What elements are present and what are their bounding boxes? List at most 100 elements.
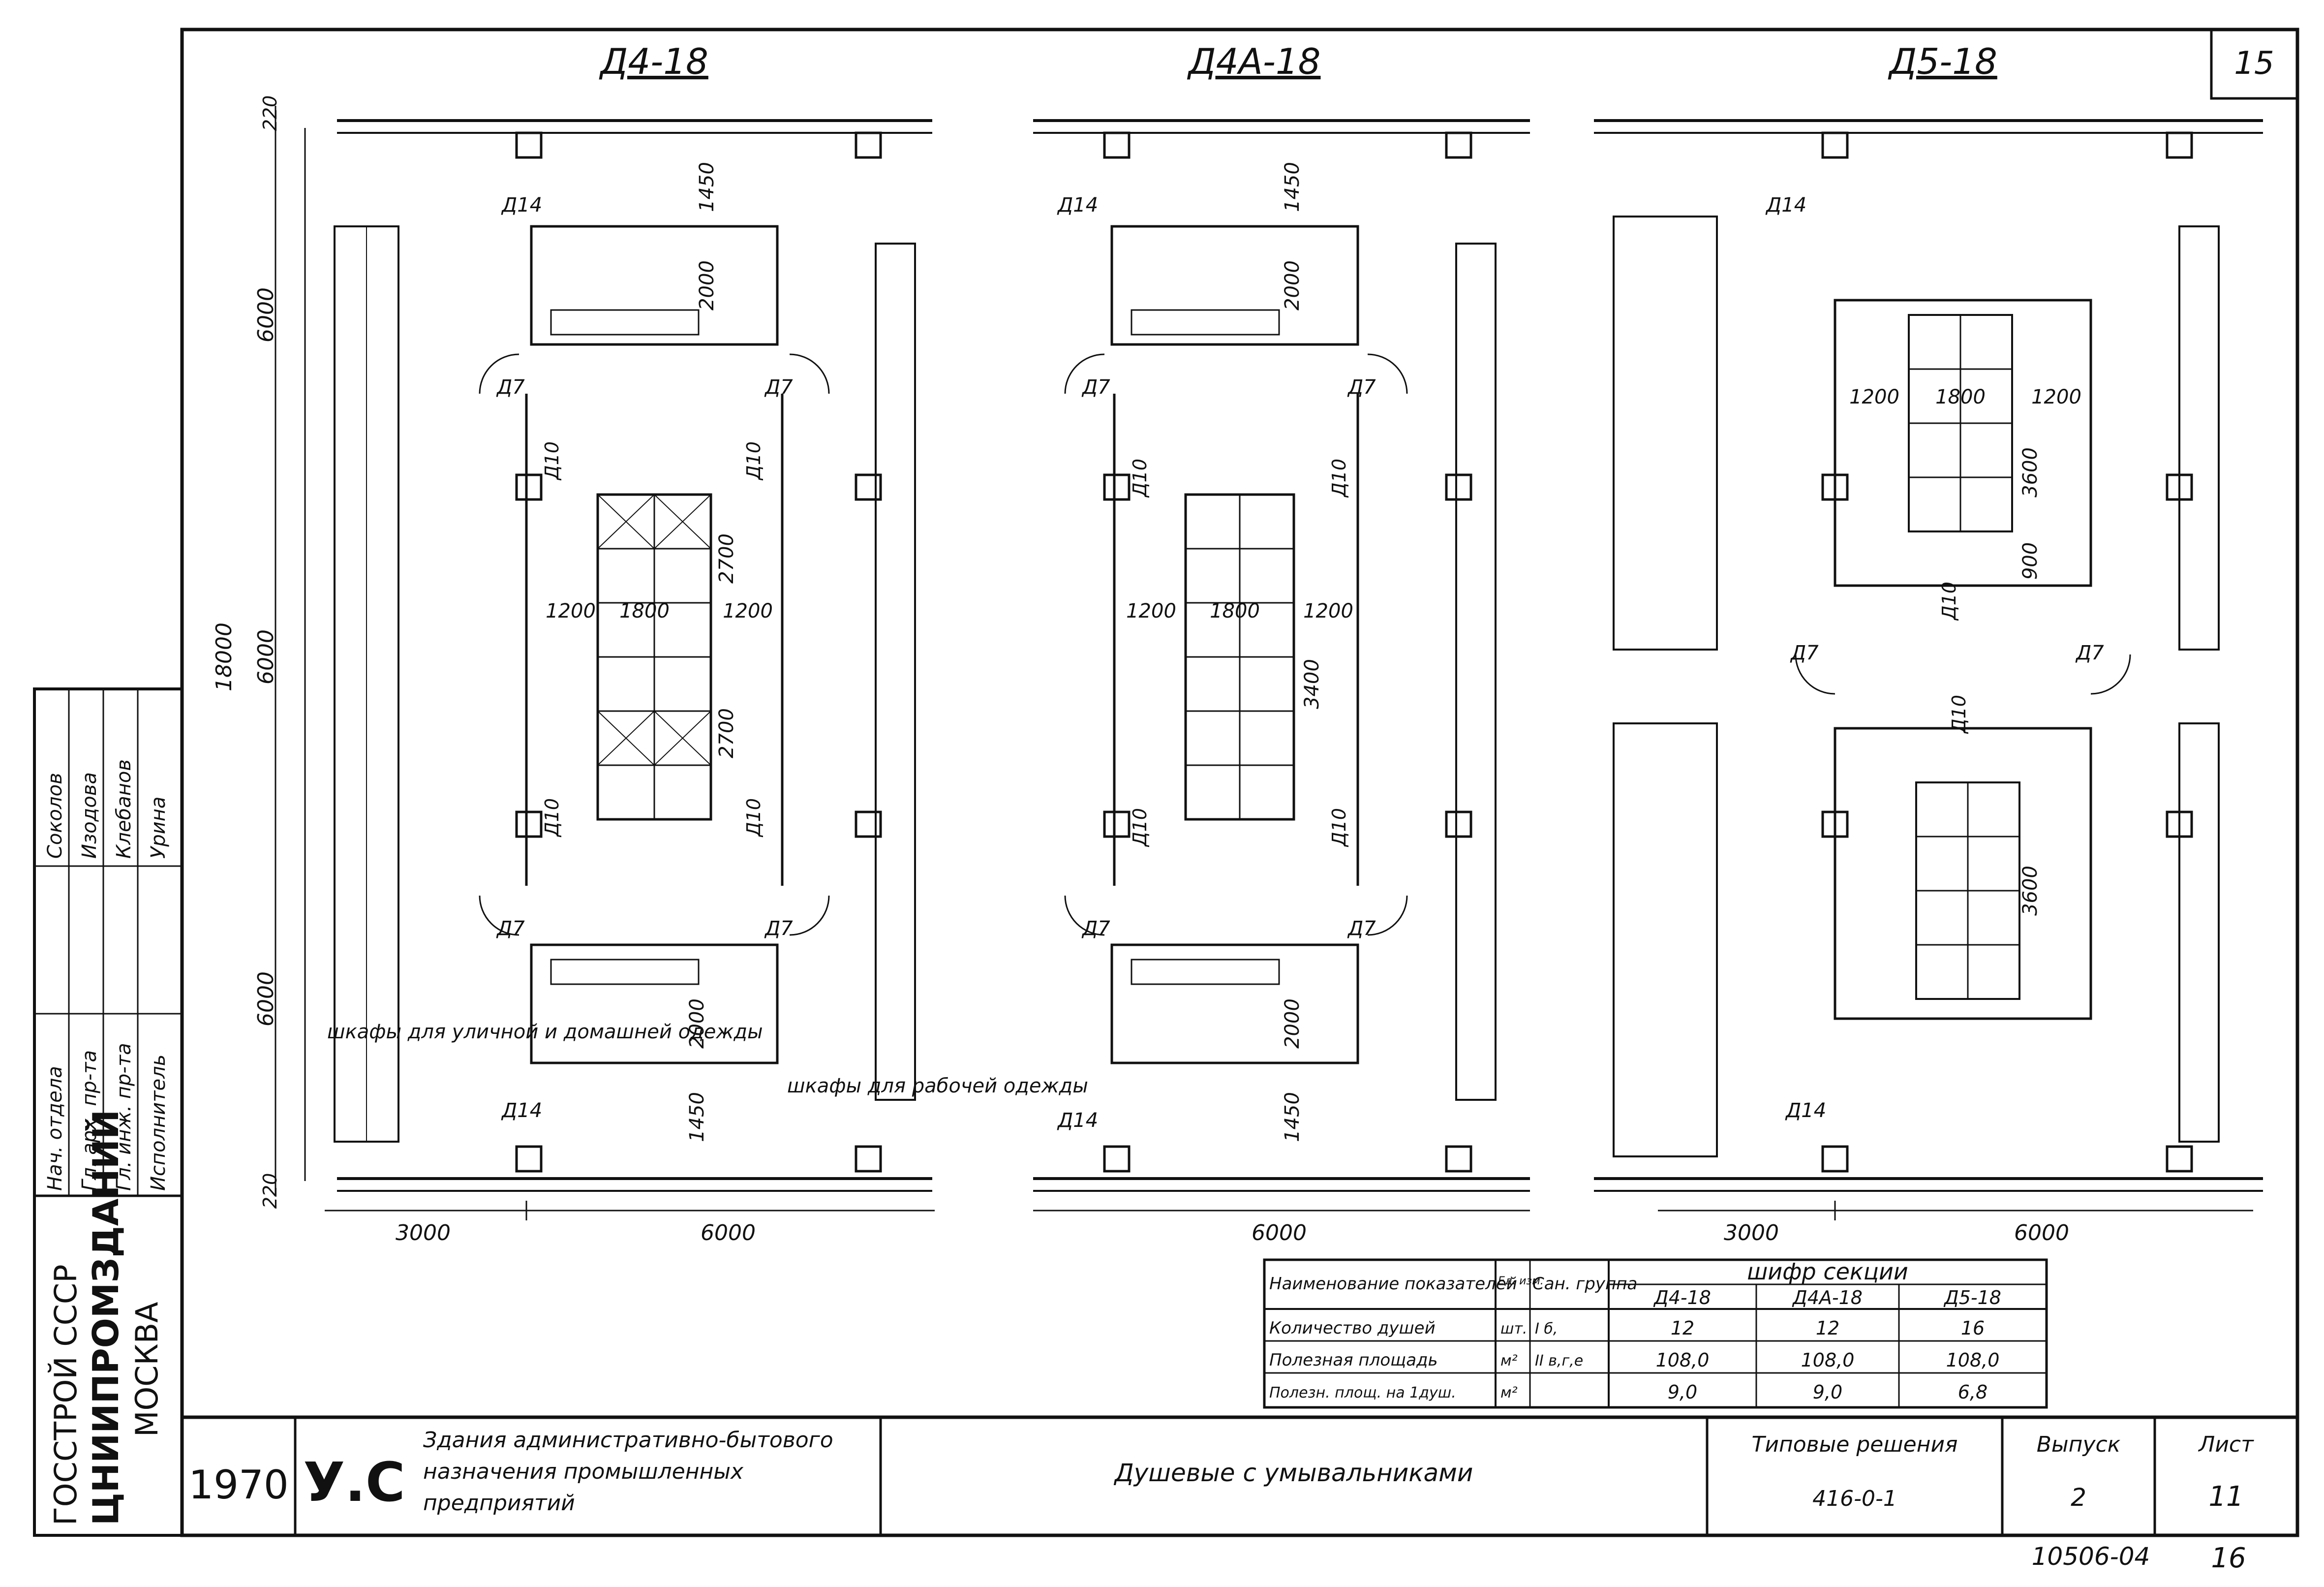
issue-value: 2	[2071, 1483, 2086, 1512]
org-line-2: ЦНИИПРОМЗДАНИЙ	[85, 1110, 126, 1525]
door-label: Д10	[1328, 459, 1350, 498]
plan-d5-18: Д5-18 1200 1800 1200 3600 900	[1594, 41, 2263, 1245]
doc-code: 10506-04	[2032, 1542, 2150, 1571]
drawing-title: Душевые с умывальниками	[1114, 1459, 1473, 1487]
door-label: Д7	[1347, 376, 1376, 399]
table-header-unit: Ед. изм.	[1498, 1275, 1544, 1287]
sheet-number-box	[2210, 28, 2299, 100]
dim-label: 6000	[701, 1220, 756, 1245]
dim-label: 220	[259, 95, 281, 131]
plan-d4-18: Д4-18	[212, 41, 1088, 1245]
table-cell: 12	[1671, 1317, 1694, 1339]
dim-label: 3600	[2019, 866, 2042, 916]
table-cell: 6,8	[1958, 1381, 1988, 1403]
dim-label: 1800	[619, 600, 670, 622]
door-label: Д7	[1347, 917, 1376, 940]
dim-label: 2000	[1281, 260, 1304, 311]
series-code: У.С	[303, 1451, 405, 1514]
door-label: Д7	[764, 917, 793, 940]
stamp-name: Урина	[147, 797, 170, 859]
dim-label: 1450	[696, 162, 718, 212]
door-label: Д10	[1129, 808, 1151, 847]
dim-label: 1450	[686, 1092, 708, 1142]
typical-code: 416-0-1	[1812, 1486, 1897, 1511]
year: 1970	[188, 1462, 289, 1508]
dim-label: 1200	[723, 600, 773, 622]
door-label: Д10	[1948, 695, 1970, 734]
table-cell: 108,0	[1656, 1349, 1710, 1371]
door-label: Д7	[2075, 642, 2104, 664]
typical-label: Типовые решения	[1751, 1432, 1957, 1457]
door-label: Д7	[496, 917, 525, 940]
table-cell: 12	[1816, 1317, 1839, 1339]
table-header-name: Наименование показателей	[1269, 1274, 1517, 1294]
table-cell: 108,0	[1946, 1349, 2000, 1371]
door-label: Д14	[1765, 194, 1806, 217]
door-label: Д14	[501, 1099, 542, 1122]
dim-label: 6000	[253, 629, 278, 685]
plan-d4a-18: Д4А-18 1450 2000 3400 2000 145	[1033, 41, 1530, 1245]
dim-label: 6000	[1252, 1220, 1307, 1245]
table-cell: 108,0	[1801, 1349, 1855, 1371]
note-label: шкафы для рабочей одежды	[787, 1075, 1088, 1097]
table-row-name: Количество душей	[1269, 1318, 1436, 1338]
stamp-name: Соколов	[44, 773, 66, 859]
dim-label: 1200	[1849, 386, 1899, 408]
door-label: Д10	[743, 441, 764, 481]
table-cell: 9,0	[1668, 1381, 1697, 1403]
dim-label: 6000	[253, 287, 278, 342]
dim-label: 1800	[1210, 600, 1260, 622]
dim-label: 3000	[1724, 1220, 1779, 1245]
issue-label: Выпуск	[2037, 1432, 2121, 1457]
sheet-number-top: 15	[2234, 45, 2274, 82]
table-row-unit: шт.	[1500, 1320, 1527, 1338]
table-row-name: Полезн. площ. на 1душ.	[1269, 1384, 1456, 1401]
dim-label: 6000	[2014, 1220, 2069, 1245]
door-label: Д14	[1057, 1109, 1098, 1132]
table-col-header: Д5-18	[1943, 1287, 2001, 1308]
door-label: Д7	[1081, 917, 1110, 940]
door-label: Д7	[764, 376, 793, 399]
table-col-header: Д4А-18	[1792, 1287, 1863, 1308]
dim-label: 2000	[1281, 998, 1304, 1049]
door-label: Д14	[1785, 1099, 1826, 1122]
stamp-role: Исполнитель	[147, 1055, 170, 1191]
door-label: Д10	[743, 798, 764, 838]
plan-title: Д4-18	[599, 41, 708, 82]
door-label: Д14	[501, 194, 542, 217]
table-row-name: Полезная площадь	[1269, 1350, 1438, 1370]
dim-label: 1200	[1303, 600, 1353, 622]
org-line-1: ГОССТРОЙ СССР	[48, 1264, 84, 1525]
note-label: шкафы для уличной и домашней одежды	[327, 1021, 763, 1043]
dim-label: 6000	[253, 971, 278, 1027]
table-row-unit: м²	[1500, 1384, 1518, 1401]
dim-label: 1200	[2031, 386, 2081, 408]
sheet-label: Лист	[2198, 1432, 2254, 1457]
title-block: 1970 У.С Здания административно-бытового…	[182, 1415, 2297, 1535]
stamp-role: Нач. отдела	[44, 1066, 66, 1191]
dim-label: 18000	[212, 622, 237, 691]
plan-title: Д4А-18	[1187, 41, 1321, 82]
approval-stamp: Нач. отдела Гл. арх. пр-та Гл. инж. пр-т…	[33, 687, 183, 1537]
dim-label: 2000	[696, 260, 718, 311]
table-cell: 9,0	[1813, 1381, 1842, 1403]
door-label: Д10	[1328, 808, 1350, 847]
dim-label: 1200	[546, 600, 596, 622]
dim-label: 2700	[715, 533, 738, 584]
plan-title: Д5-18	[1888, 41, 1997, 82]
dim-label: 1800	[1935, 386, 1986, 408]
dim-label: 1450	[1281, 162, 1304, 212]
table-header-cipher: шифр секции	[1747, 1258, 1908, 1285]
door-label: Д10	[1129, 459, 1151, 498]
door-label: Д10	[541, 441, 563, 481]
table-col-header: Д4-18	[1653, 1287, 1711, 1308]
door-label: Д7	[496, 376, 525, 399]
indicators-table: Наименование показателей Ед. изм. Сан. г…	[1263, 1258, 2048, 1409]
dim-label: 3600	[2019, 447, 2042, 498]
door-label: Д7	[1790, 642, 1819, 664]
door-label: Д10	[541, 798, 563, 838]
dim-label: 1450	[1281, 1092, 1304, 1142]
dim-label: 2000	[686, 998, 708, 1049]
dim-label: 900	[2019, 542, 2042, 580]
table-row-unit: м²	[1500, 1352, 1518, 1369]
